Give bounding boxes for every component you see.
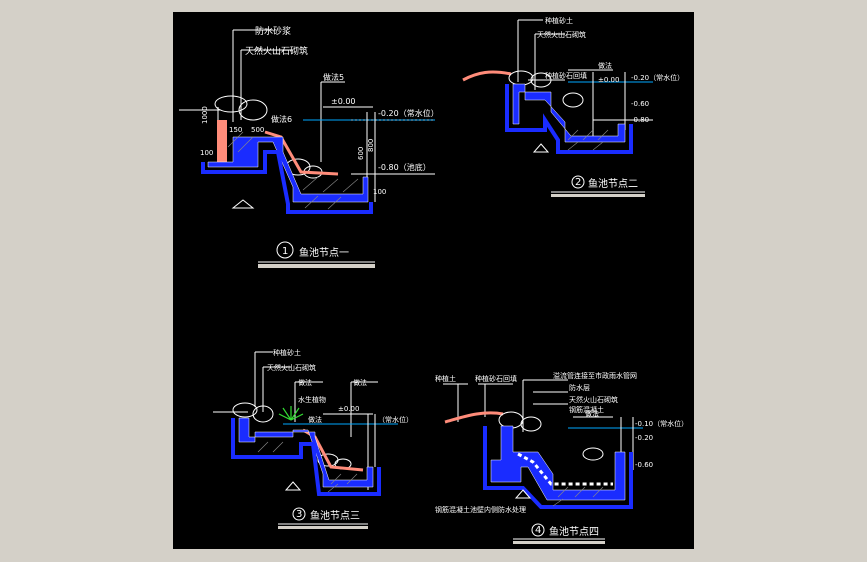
d4-label-6: 钢筋混凝土 <box>569 405 604 414</box>
d1-dim-100b: 100 <box>373 188 386 196</box>
d4-caption: 鱼池节点四 <box>549 525 599 538</box>
d4-caption-num: 4 <box>535 525 541 536</box>
d4-elev-a: -0.10（常水位） <box>635 419 688 428</box>
d1-label-practice6: 做法6 <box>271 114 292 124</box>
detail-2: 种植砂土 天然火山石砌筑 种植砂石回填 做法 ±0.00 -0.20（常水位） … <box>462 16 684 197</box>
d4-label-8: 钢筋混凝土池壁内侧防水处理 <box>435 505 526 514</box>
d2-caption-num: 2 <box>575 177 581 188</box>
d2-elev-d: -0.80 <box>631 116 649 124</box>
d1-dim-500: 500 <box>251 126 264 134</box>
d2-elev-b: -0.20（常水位） <box>631 73 684 82</box>
d3-elev-b: （常水位） <box>378 415 413 424</box>
d1-dim-1000: 1000 <box>201 106 209 124</box>
d3-caption-num: 3 <box>296 509 302 520</box>
d1-dim-150: 150 <box>229 126 242 134</box>
d1-dim-100: 100 <box>200 149 213 157</box>
detail-4: 种植土 种植砂石回填 溢流管连接至市政雨水管网 防水层 天然火山石砌筑 钢筋混凝… <box>435 371 688 544</box>
d3-caption: 鱼池节点三 <box>310 509 360 522</box>
d1-caption-num: 1 <box>282 246 288 257</box>
d2-label-3: 种植砂石回填 <box>545 71 587 80</box>
d4-label-4: 防水层 <box>569 383 590 392</box>
d3-label-1: 种植砂土 <box>273 348 301 357</box>
d4-label-1: 种植土 <box>435 374 456 383</box>
d3-elev-a: ±0.00 <box>338 405 359 413</box>
d2-caption: 鱼池节点二 <box>588 177 638 190</box>
d2-label-1: 种植砂土 <box>545 16 573 25</box>
d3-label-5: 水生植物 <box>298 395 326 404</box>
d4-elev-b: -0.20 <box>635 434 653 442</box>
d4-label-7: 做法 <box>585 409 599 418</box>
d1-dim-800: 800 <box>367 139 375 152</box>
d2-elev-a: ±0.00 <box>598 76 619 84</box>
cad-drawing: 防水砂浆 天然火山石砌筑 做法5 做法6 ±0.00 -0.20（常水位） -0… <box>179 16 688 544</box>
d3-plant-icon <box>278 406 304 421</box>
d1-label-volcanic: 天然火山石砌筑 <box>245 45 308 57</box>
d4-label-2: 种植砂石回填 <box>475 374 517 383</box>
d3-label-3: 做法 <box>298 378 312 387</box>
d3-label-2: 天然火山石砌筑 <box>267 363 316 372</box>
d3-label-6: 做法 <box>308 415 322 424</box>
d1-label-waterproof: 防水砂浆 <box>255 25 291 37</box>
d1-elev-080: -0.80（池底） <box>378 162 431 172</box>
d4-label-5: 天然火山石砌筑 <box>569 395 618 404</box>
d4-elev-c: -0.60 <box>635 461 653 469</box>
d1-dim-600: 600 <box>357 147 365 160</box>
d2-elev-c: -0.60 <box>631 100 649 108</box>
d1-caption: 鱼池节点一 <box>299 246 349 259</box>
d1-elev-020: -0.20（常水位） <box>378 108 439 118</box>
d2-label-4: 做法 <box>598 61 612 70</box>
detail-1: 防水砂浆 天然火山石砌筑 做法5 做法6 ±0.00 -0.20（常水位） -0… <box>179 25 439 268</box>
detail-3: 种植砂土 天然火山石砌筑 做法 做法 水生植物 做法 ±0.00 （常水位） 3… <box>213 348 413 529</box>
d4-label-3: 溢流管连接至市政雨水管网 <box>553 371 637 380</box>
d2-label-2: 天然火山石砌筑 <box>537 30 586 39</box>
d3-label-4: 做法 <box>353 378 367 387</box>
d1-elev-000: ±0.00 <box>331 97 356 106</box>
d1-label-practice5: 做法5 <box>323 72 344 82</box>
cad-drawing-canvas[interactable]: 防水砂浆 天然火山石砌筑 做法5 做法6 ±0.00 -0.20（常水位） -0… <box>173 12 694 549</box>
